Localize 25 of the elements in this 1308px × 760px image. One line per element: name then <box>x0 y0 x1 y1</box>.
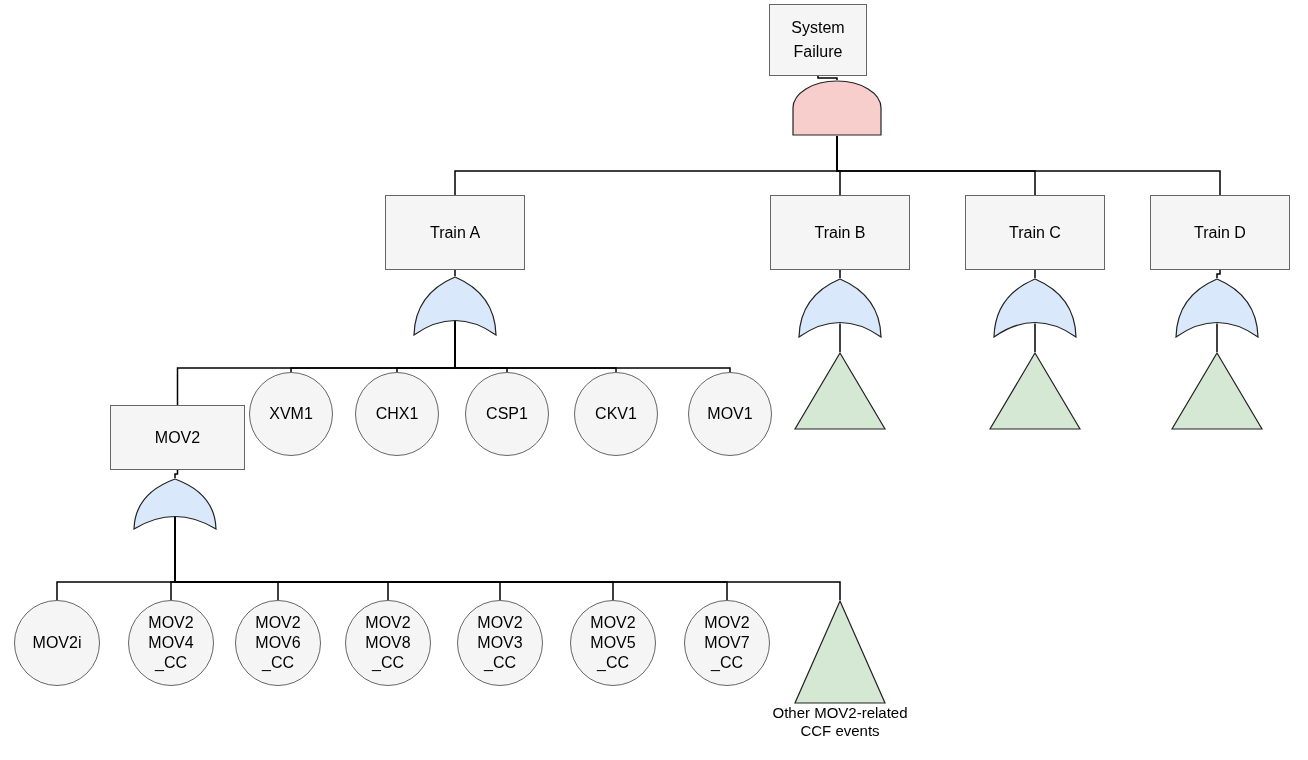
and-gate <box>792 80 882 136</box>
event-box: Train D <box>1150 195 1290 270</box>
connector-line <box>174 469 179 479</box>
event-box: Train C <box>965 195 1105 270</box>
or-gate <box>1175 278 1259 338</box>
connector-line <box>1216 322 1218 353</box>
or-gate <box>993 278 1077 338</box>
transfer-triangle <box>794 352 886 430</box>
connector-line <box>1216 269 1221 279</box>
event-box: MOV2 <box>110 405 245 470</box>
transfer-triangle <box>989 352 1081 430</box>
connector-line <box>839 269 841 279</box>
event-box: Train A <box>385 195 525 270</box>
event-box: Train B <box>770 195 910 270</box>
or-gate <box>798 278 882 338</box>
event-label: Other MOV2-related CCF events <box>771 704 909 740</box>
or-gate <box>413 276 497 336</box>
connector-line <box>454 269 456 277</box>
or-gate <box>133 478 217 530</box>
transfer-triangle <box>1171 352 1263 430</box>
connector-line <box>817 75 838 81</box>
connector-line <box>1034 322 1036 353</box>
connector-line <box>1034 269 1036 279</box>
event-box: System Failure <box>769 4 867 76</box>
connector-line <box>839 322 841 353</box>
